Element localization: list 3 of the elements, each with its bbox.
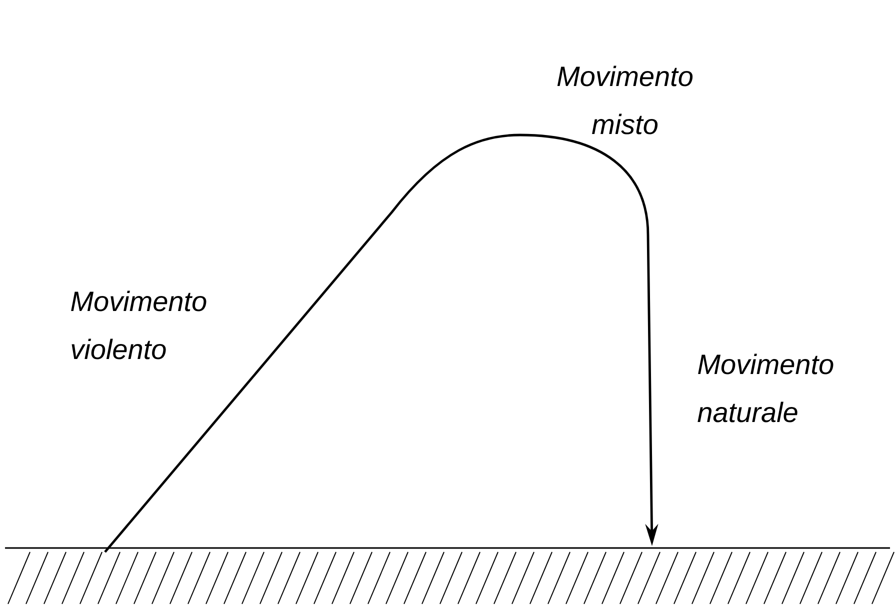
- motion-label: Movimento violento: [71, 290, 206, 360]
- motion-label: Movimento misto: [557, 66, 693, 134]
- motion-label: Movimento naturale: [698, 354, 834, 422]
